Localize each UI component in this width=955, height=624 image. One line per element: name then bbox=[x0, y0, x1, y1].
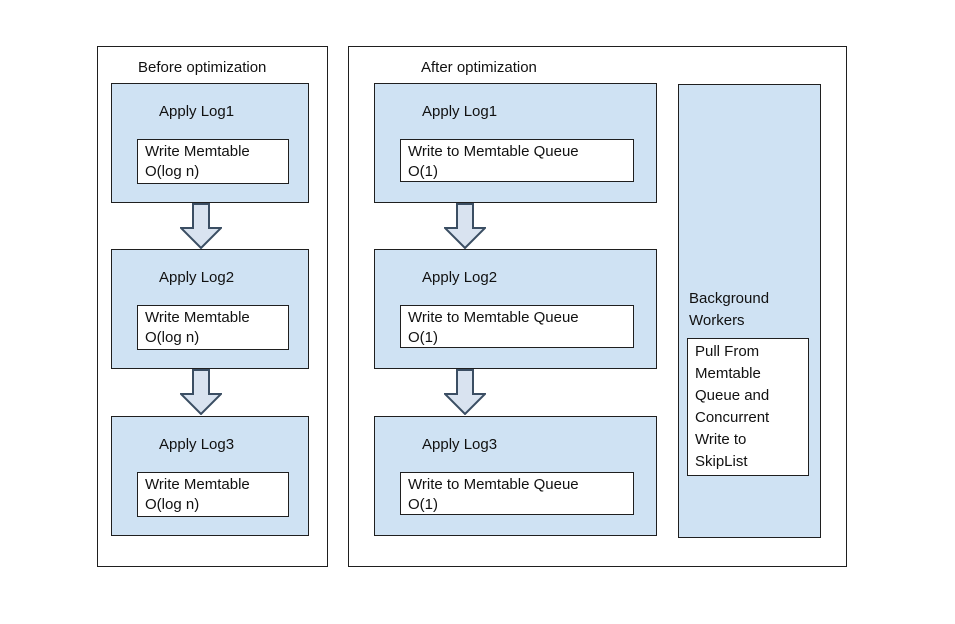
after-optimization-panel: After optimization Apply Log1 Write to M… bbox=[348, 46, 847, 567]
after-step-apply-log1: Apply Log1 Write to Memtable Queue O(1) bbox=[374, 83, 657, 203]
step-title: Apply Log3 bbox=[422, 436, 498, 453]
down-arrow-icon bbox=[180, 203, 222, 249]
step-detail: Write Memtable O(log n) bbox=[137, 305, 289, 350]
step-detail: Write Memtable O(log n) bbox=[137, 139, 289, 184]
step-title: Apply Log2 bbox=[422, 269, 498, 286]
before-step-apply-log1: Apply Log1 Write Memtable O(log n) bbox=[111, 83, 309, 203]
step-title: Apply Log2 bbox=[159, 269, 235, 286]
after-step-apply-log3: Apply Log3 Write to Memtable Queue O(1) bbox=[374, 416, 657, 536]
before-panel-title: Before optimization bbox=[138, 59, 267, 76]
before-step-apply-log3: Apply Log3 Write Memtable O(log n) bbox=[111, 416, 309, 536]
step-detail: Write to Memtable Queue O(1) bbox=[400, 139, 634, 182]
step-detail: Write to Memtable Queue O(1) bbox=[400, 305, 634, 348]
before-optimization-panel: Before optimization Apply Log1 Write Mem… bbox=[97, 46, 328, 567]
step-title: Apply Log1 bbox=[422, 103, 498, 120]
step-title: Apply Log3 bbox=[159, 436, 235, 453]
background-workers-box: Background Workers Pull From Memtable Qu… bbox=[678, 84, 821, 538]
step-detail: Write to Memtable Queue O(1) bbox=[400, 472, 634, 515]
after-step-apply-log2: Apply Log2 Write to Memtable Queue O(1) bbox=[374, 249, 657, 369]
down-arrow-icon bbox=[180, 369, 222, 415]
step-detail: Write Memtable O(log n) bbox=[137, 472, 289, 517]
down-arrow-icon bbox=[444, 369, 486, 415]
step-title: Apply Log1 bbox=[159, 103, 235, 120]
background-workers-detail: Pull From Memtable Queue and Concurrent … bbox=[687, 338, 809, 476]
down-arrow-icon bbox=[444, 203, 486, 249]
background-workers-label: Background Workers bbox=[689, 290, 770, 329]
before-step-apply-log2: Apply Log2 Write Memtable O(log n) bbox=[111, 249, 309, 369]
after-panel-title: After optimization bbox=[421, 59, 537, 76]
